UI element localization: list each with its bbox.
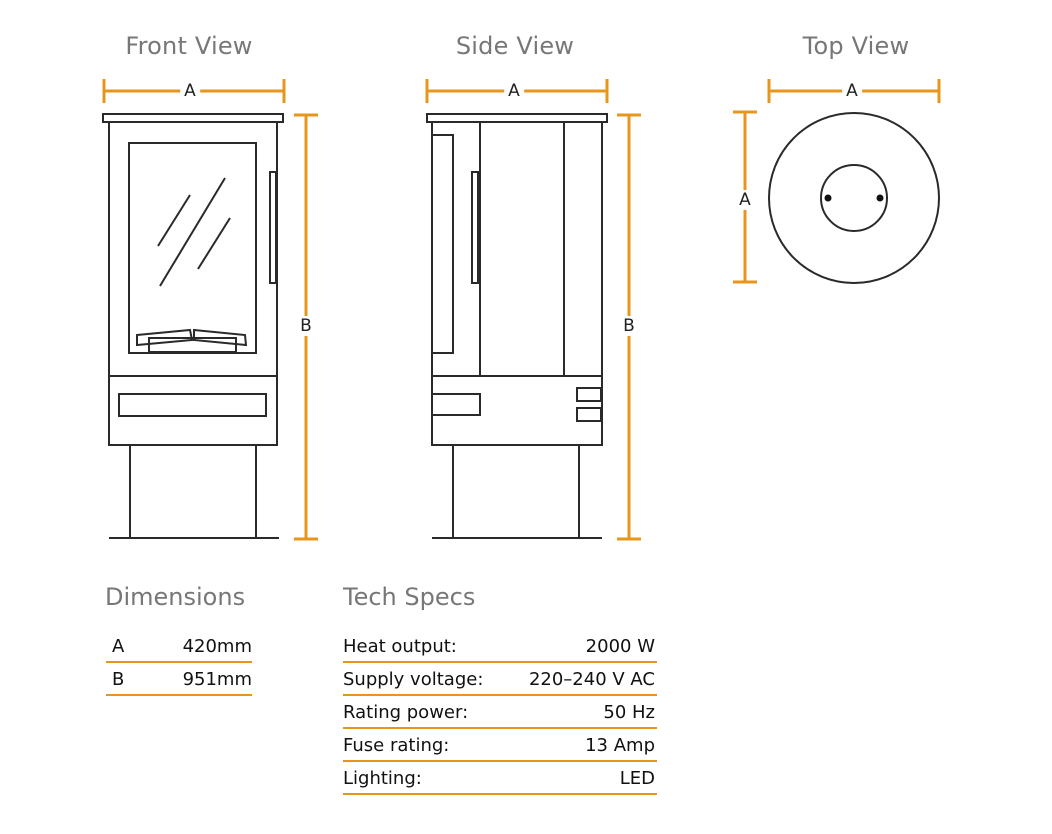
top-outer-circle: [768, 112, 940, 284]
spec-row-lighting: Lighting: LED: [343, 762, 657, 795]
side-dim-b-label: B: [619, 316, 639, 336]
spec-value: 2000 W: [585, 636, 655, 657]
spec-key: Fuse rating:: [343, 735, 450, 756]
glass-reflection-line: [159, 177, 226, 287]
dimension-key: A: [112, 636, 125, 657]
front-heater-slot: [118, 393, 267, 417]
spec-key: Lighting:: [343, 768, 422, 789]
front-view-drawing: [102, 113, 284, 539]
spec-value: LED: [619, 768, 655, 789]
top-inner-dot: [824, 194, 832, 202]
side-view-drawing: [426, 113, 608, 539]
spec-value: 220–240 V AC: [528, 669, 655, 690]
spec-row-fuse-rating: Fuse rating: 13 Amp: [343, 729, 657, 762]
spec-key: Supply voltage:: [343, 669, 484, 690]
spec-row-supply-voltage: Supply voltage: 220–240 V AC: [343, 663, 657, 696]
side-dim-a-label: A: [504, 81, 524, 101]
dimension-row-b: B 951mm: [106, 663, 252, 696]
top-dim-a-horizontal-label: A: [842, 81, 862, 101]
side-door-panel: [431, 134, 454, 354]
front-glass-window: [128, 142, 257, 354]
side-control-button: [576, 407, 602, 422]
front-dim-b-label: B: [296, 316, 316, 336]
front-view-title: Front View: [125, 32, 253, 60]
front-body: [108, 121, 278, 446]
front-top-plate: [102, 113, 284, 123]
dimensions-title: Dimensions: [105, 583, 246, 611]
side-heater-slot: [431, 393, 481, 416]
glass-reflection-line: [157, 194, 191, 247]
spec-value: 50 Hz: [603, 702, 655, 723]
spec-value: 13 Amp: [585, 735, 655, 756]
technical-drawing: [102, 79, 941, 541]
dimension-value: 420mm: [182, 636, 252, 657]
spec-key: Heat output:: [343, 636, 457, 657]
dimensions-table: A 420mm B 951mm: [106, 630, 252, 696]
front-door-handle: [269, 171, 277, 284]
top-view-title: Top View: [802, 32, 910, 60]
spec-row-rating-power: Rating power: 50 Hz: [343, 696, 657, 729]
dimension-lines: [102, 79, 941, 541]
dimension-value: 951mm: [182, 669, 252, 690]
dimension-key: B: [112, 669, 125, 690]
tech-specs-title: Tech Specs: [343, 583, 476, 611]
top-view-drawing: [768, 112, 940, 284]
dimension-row-a: A 420mm: [106, 630, 252, 663]
glass-reflection-line: [197, 217, 231, 270]
log-bottom: [148, 337, 237, 353]
log-left: [136, 328, 194, 347]
tech-specs-table: Heat output: 2000 W Supply voltage: 220–…: [343, 630, 657, 795]
front-dim-a-label: A: [180, 81, 200, 101]
side-top-plate: [426, 113, 608, 123]
spec-row-heat-output: Heat output: 2000 W: [343, 630, 657, 663]
log-right: [193, 328, 248, 347]
top-inner-circle: [820, 164, 888, 232]
side-control-button: [576, 387, 602, 402]
top-inner-dot: [876, 194, 884, 202]
side-door-handle: [471, 171, 479, 284]
spec-key: Rating power:: [343, 702, 469, 723]
top-dim-a-vertical-label: A: [735, 190, 755, 210]
side-view-title: Side View: [455, 32, 575, 60]
